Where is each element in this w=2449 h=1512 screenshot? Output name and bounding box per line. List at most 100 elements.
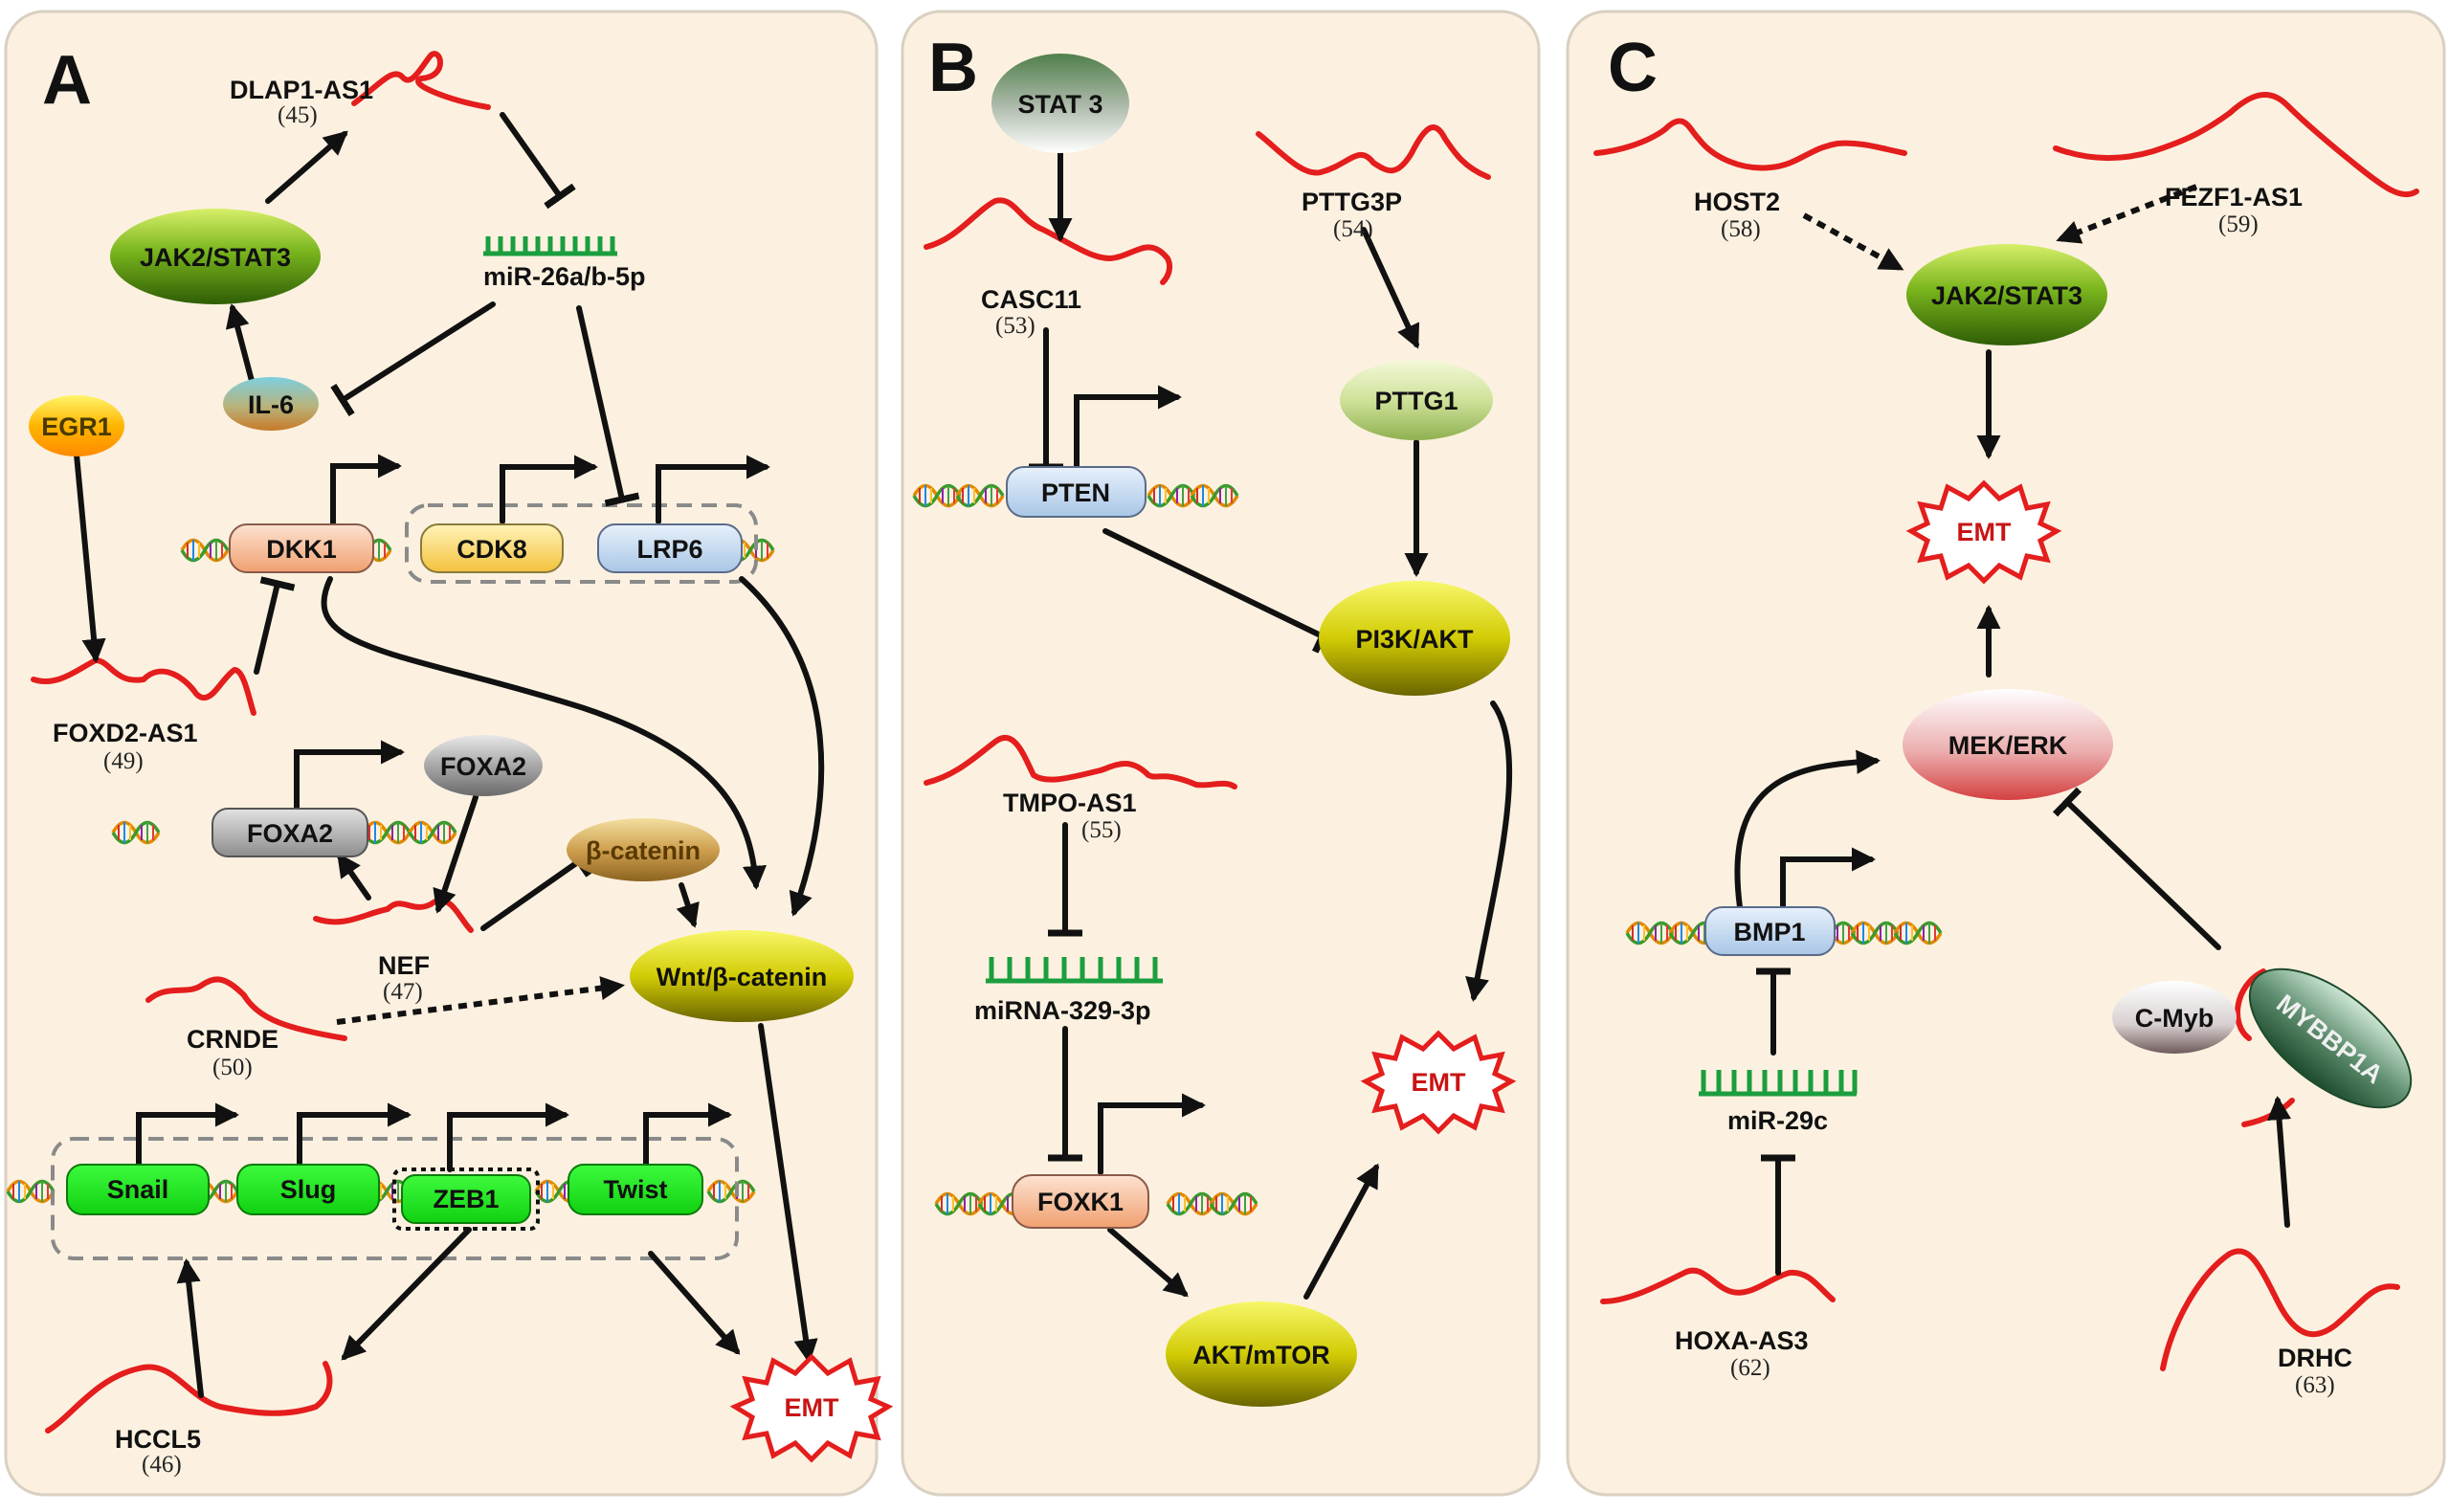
c-myb-node xyxy=(2112,981,2237,1054)
drhc-lncrna-shape xyxy=(2160,1248,2400,1371)
edge-bcatenin-to-wnt xyxy=(676,882,700,928)
mir-29c-comb xyxy=(1699,1070,1858,1097)
tss-slug xyxy=(297,1102,412,1182)
beta-catenin-label: β-catenin xyxy=(586,836,701,865)
emt-label-a: EMT xyxy=(785,1393,840,1422)
mirna-329-3p-label: miRNA-329-3p xyxy=(974,996,1151,1025)
jak2-stat3-label-a: JAK2/STAT3 xyxy=(140,243,291,272)
bmp1-gene-box xyxy=(1704,906,1836,956)
tmpo-as1-lncrna-shape xyxy=(924,735,1237,789)
il6-node xyxy=(223,377,319,431)
edge-akt-to-emt xyxy=(1303,1163,1379,1300)
lrp6-gene-label: LRP6 xyxy=(636,535,702,564)
foxd2-as1-ref: (49) xyxy=(103,748,144,774)
hoxa-as3-label: HOXA-AS3 xyxy=(1675,1326,1809,1355)
edge-zeb1-to-hccl5 xyxy=(341,1227,472,1361)
dkk1-gene-box xyxy=(229,523,374,573)
edge-nef-inhibits-bcatenin xyxy=(480,845,592,931)
beta-catenin-node xyxy=(567,818,720,881)
foxa2-protein-node xyxy=(424,735,543,796)
emt-label-b: EMT xyxy=(1412,1068,1467,1097)
mir-26-label: miR-26a/b-5p xyxy=(483,262,646,291)
foxk1-gene-label: FOXK1 xyxy=(1037,1188,1124,1216)
tss-lrp6 xyxy=(656,455,771,524)
edge-mir26-inhibits-lrp6 xyxy=(576,305,640,507)
tss-pten xyxy=(1074,385,1183,470)
dkk1-gene-label: DKK1 xyxy=(266,535,337,564)
cdk8-gene-label: CDK8 xyxy=(456,535,527,564)
pttg1-node xyxy=(1340,360,1493,440)
emt-label-c: EMT xyxy=(1957,518,2013,546)
emt-tf-group-box xyxy=(51,1137,739,1260)
edge-egr1-to-foxd2 xyxy=(74,452,106,664)
edge-bmp1-to-mek xyxy=(1734,749,1881,910)
edge-host2-to-jak xyxy=(1802,212,1904,271)
twist-gene-box xyxy=(568,1164,703,1215)
zeb1-gene-box xyxy=(401,1174,531,1224)
hoxa-as3-ref: (62) xyxy=(1730,1355,1770,1381)
edge-foxd2-inhibits-dkk1 xyxy=(254,576,296,675)
egr1-label: EGR1 xyxy=(41,412,112,441)
il6-label: IL-6 xyxy=(248,390,294,419)
foxa2-protein-label: FOXA2 xyxy=(440,752,526,781)
tss-zeb1 xyxy=(447,1102,570,1172)
mirna-329-3p-comb xyxy=(986,957,1163,984)
pi3k-akt-label: PI3K/AKT xyxy=(1355,625,1474,654)
stat3-label: STAT 3 xyxy=(1017,90,1102,119)
foxd2-as1-lncrna-shape xyxy=(31,657,256,716)
emt-starburst-c xyxy=(1905,479,2062,585)
mir-26a-b-5p-comb xyxy=(483,236,617,256)
akt-mtor-node xyxy=(1166,1301,1357,1407)
panel-b-letter: B xyxy=(928,30,978,106)
fezf1-as1-lncrna-shape xyxy=(2053,92,2419,198)
pttg3p-label: PTTG3P xyxy=(1302,188,1402,216)
edge-dkk1-to-wnt xyxy=(321,576,768,891)
edge-mir26-inhibits-dkk1 xyxy=(330,301,496,417)
jak2-stat3-label-c: JAK2/STAT3 xyxy=(1931,281,2082,310)
panel-a-letter: A xyxy=(42,42,92,119)
crnde-lncrna-shape xyxy=(145,976,347,1041)
snail-gene-label: Snail xyxy=(107,1175,169,1204)
casc11-ref: (53) xyxy=(995,313,1035,339)
edge-hccl5-to-emt-tf xyxy=(176,1257,204,1398)
egr1-node xyxy=(29,395,124,456)
mek-erk-label: MEK/ERK xyxy=(1948,731,2068,760)
edge-lrp6-to-wnt xyxy=(739,576,825,917)
edge-dlap1-inhibits-mir26 xyxy=(500,112,576,210)
drhc-label: DRHC xyxy=(2278,1344,2352,1372)
foxa2-gene-label: FOXA2 xyxy=(247,819,333,848)
edge-pttg3p-to-pttg1 xyxy=(1361,227,1420,349)
host2-label: HOST2 xyxy=(1694,188,1780,216)
pttg1-label: PTTG1 xyxy=(1374,387,1458,415)
pi3k-akt-node xyxy=(1319,581,1510,696)
dlap1-as1-ref: (45) xyxy=(278,102,318,128)
panel-a: JAK2/STAT3 IL-6 EGR1 DKK1 CDK8 LRP6 FOXA… xyxy=(6,51,894,1478)
hccl5-label: HCCL5 xyxy=(115,1425,201,1454)
slug-gene-box xyxy=(236,1164,380,1215)
akt-mtor-label: AKT/mTOR xyxy=(1192,1341,1330,1369)
emt-starburst-b xyxy=(1360,1030,1517,1135)
snail-gene-box xyxy=(66,1164,210,1215)
hccl5-lncrna-shape xyxy=(45,1361,333,1434)
bmp1-gene-label: BMP1 xyxy=(1733,918,1805,946)
crnde-label: CRNDE xyxy=(187,1025,278,1054)
edge-wnt-to-emt xyxy=(758,1023,818,1364)
zeb1-gene-label: ZEB1 xyxy=(433,1185,499,1213)
foxk1-gene-box xyxy=(1012,1174,1149,1229)
nef-ref: (47) xyxy=(383,979,423,1005)
edge-jak-to-dlap1 xyxy=(265,130,348,204)
tss-cdk8 xyxy=(500,455,599,524)
mir-29c-label: miR-29c xyxy=(1727,1106,1828,1135)
twist-gene-label: Twist xyxy=(604,1175,668,1204)
nef-label: NEF xyxy=(378,951,430,980)
casc11-lncrna-shape xyxy=(924,197,1173,285)
mybbp1a-node xyxy=(2248,967,2413,1109)
mek-erk-node xyxy=(1903,689,2113,800)
tss-foxa2 xyxy=(294,740,406,812)
jak2-stat3-node-a xyxy=(110,209,321,304)
tss-bmp1 xyxy=(1780,847,1877,910)
wnt-beta-catenin-node xyxy=(630,930,854,1022)
panel-c-letter: C xyxy=(1608,30,1658,106)
pten-gene-label: PTEN xyxy=(1041,478,1110,507)
